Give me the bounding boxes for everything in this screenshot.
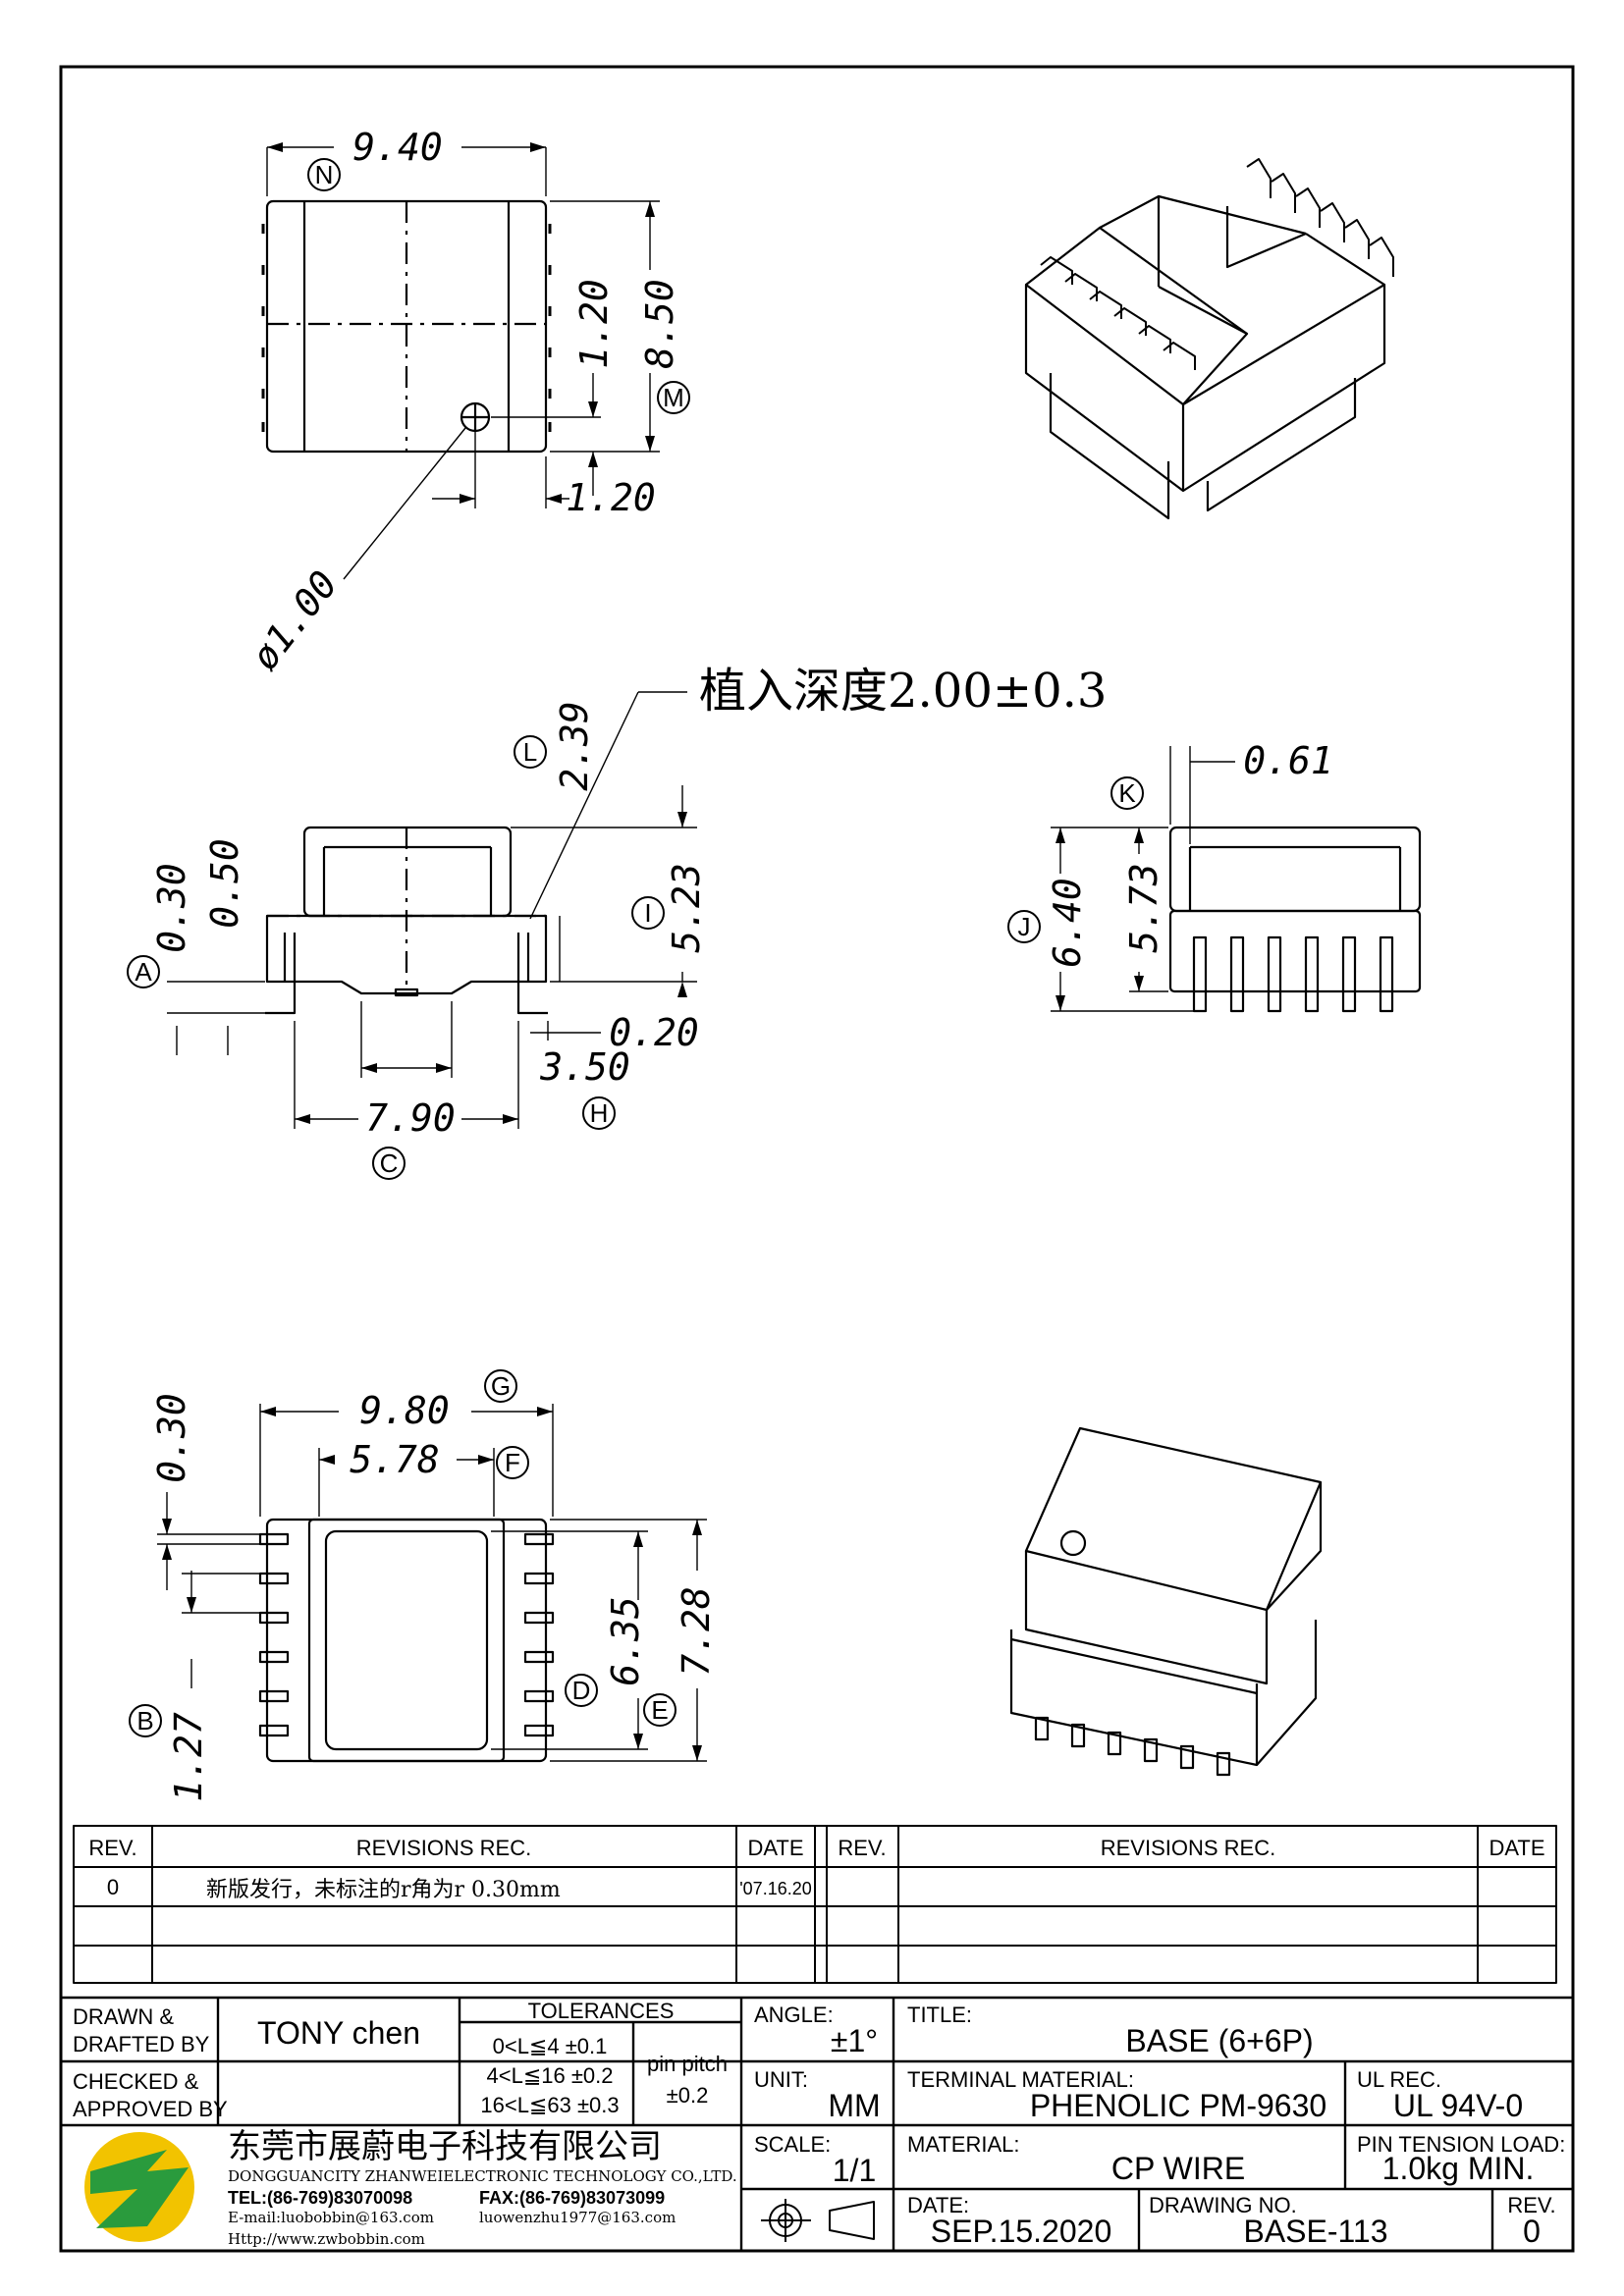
bottom-dim-outer-h: 7.28 bbox=[675, 1586, 718, 1677]
pin-pitch-label: pin pitch bbox=[647, 2052, 728, 2076]
top-dim-offset-y: 1.20 bbox=[572, 279, 616, 369]
ul-value: UL 94V-0 bbox=[1393, 2088, 1523, 2123]
front-dim-center: 3.50 bbox=[539, 1045, 630, 1089]
front-dim-top: 2.39 bbox=[553, 701, 596, 791]
pin-pitch-value: ±0.2 bbox=[667, 2083, 709, 2108]
front-dim-a: 0.30 bbox=[150, 863, 193, 953]
drawn-label-1: DRAWN & bbox=[73, 2004, 174, 2029]
front-note: 植入深度2.00±0.3 bbox=[699, 664, 1107, 719]
date-label: DATE: bbox=[907, 2193, 969, 2217]
drawing-no-value: BASE-113 bbox=[1243, 2214, 1387, 2249]
tolerances-title: TOLERANCES bbox=[528, 1999, 675, 2023]
scale-value: 1/1 bbox=[833, 2153, 876, 2188]
label-j: J bbox=[1018, 912, 1031, 941]
tension-value: 1.0kg MIN. bbox=[1382, 2151, 1535, 2186]
drawn-label-2: DRAFTED BY bbox=[73, 2032, 210, 2056]
company-web: Http://www.zwbobbin.com bbox=[228, 2230, 425, 2248]
unit-label: UNIT: bbox=[754, 2067, 808, 2092]
label-l: L bbox=[523, 737, 537, 767]
top-dim-width: 9.40 bbox=[352, 126, 443, 169]
revision-table-lines bbox=[73, 1825, 1557, 1984]
tolerance-3: 16<L≦63 ±0.3 bbox=[480, 2093, 619, 2117]
rev-header-rec-2: REVISIONS REC. bbox=[1101, 1836, 1275, 1860]
company-email-2: luowenzhu1977@163.com bbox=[479, 2209, 676, 2226]
front-view bbox=[167, 691, 697, 1129]
rev-row-rec: 新版发行，未标注的r角为r 0.30mm bbox=[206, 1878, 561, 1902]
material-value: CP WIRE bbox=[1111, 2151, 1245, 2186]
angle-label: ANGLE: bbox=[754, 2002, 834, 2027]
bottom-dim-width: 9.80 bbox=[359, 1389, 450, 1432]
terminal-label: TERMINAL MATERIAL: bbox=[907, 2067, 1134, 2092]
sheet-border bbox=[59, 65, 1575, 2253]
rev-header-rev-2: REV. bbox=[838, 1836, 886, 1860]
front-dim-height: 5.23 bbox=[665, 863, 708, 953]
label-c: C bbox=[380, 1148, 399, 1178]
company-email: E-mail:luobobbin@163.com bbox=[228, 2209, 434, 2226]
front-dim-pin: 0.20 bbox=[609, 1011, 699, 1054]
drawing-no-label: DRAWING NO. bbox=[1149, 2193, 1297, 2217]
bottom-dim-inner-h: 6.35 bbox=[604, 1596, 647, 1686]
front-dim-b: 0.50 bbox=[203, 838, 246, 929]
label-d: D bbox=[572, 1676, 591, 1705]
rev-header-date-2: DATE bbox=[1489, 1836, 1544, 1860]
title-block-lines bbox=[61, 1996, 1573, 2251]
label-k: K bbox=[1118, 778, 1136, 808]
checked-label-2: APPROVED BY bbox=[73, 2097, 228, 2121]
unit-value: MM bbox=[828, 2088, 880, 2123]
company-name-en: DONGGUANCITY ZHANWEIELECTRONIC TECHNOLOG… bbox=[228, 2167, 737, 2185]
rev-row-rev: 0 bbox=[107, 1875, 119, 1899]
top-dim-offset-x: 1.20 bbox=[566, 476, 656, 519]
label-m: M bbox=[663, 383, 684, 412]
rev-header-date-1: DATE bbox=[747, 1836, 803, 1860]
material-label: MATERIAL: bbox=[907, 2132, 1020, 2157]
bottom-dim-pin-thk: 0.30 bbox=[150, 1393, 193, 1483]
company-fax: FAX:(86-769)83073099 bbox=[479, 2188, 665, 2208]
side-dim-pin-width: 0.61 bbox=[1243, 739, 1333, 782]
angle-value: ±1° bbox=[831, 2023, 878, 2058]
tolerance-2: 4<L≦16 ±0.2 bbox=[487, 2063, 614, 2088]
projection-symbol-icon bbox=[761, 2199, 875, 2242]
front-dim-width: 7.90 bbox=[365, 1096, 456, 1140]
label-h: H bbox=[590, 1098, 609, 1128]
side-dim-body: 5.73 bbox=[1122, 863, 1165, 953]
ul-label: UL REC. bbox=[1357, 2067, 1441, 2092]
rev-value: 0 bbox=[1523, 2214, 1541, 2249]
top-view bbox=[261, 146, 660, 580]
side-dim-height: 6.40 bbox=[1046, 878, 1089, 968]
bottom-view bbox=[157, 1404, 707, 1763]
title-value: BASE (6+6P) bbox=[1125, 2023, 1313, 2058]
company-logo-icon bbox=[84, 2132, 194, 2242]
side-view bbox=[1051, 746, 1422, 1013]
label-b: B bbox=[136, 1706, 153, 1735]
bottom-dim-pitch: 1.27 bbox=[167, 1712, 210, 1802]
bottom-dim-inner: 5.78 bbox=[350, 1438, 440, 1481]
company-name-cn: 东莞市展蔚电子科技有限公司 bbox=[228, 2127, 662, 2166]
iso-view-base bbox=[1024, 158, 1394, 520]
rev-row-date: '07.16.20 bbox=[739, 1879, 812, 1898]
label-a: A bbox=[135, 957, 152, 987]
rev-header-rev-1: REV. bbox=[88, 1836, 136, 1860]
rev-label: REV. bbox=[1507, 2193, 1555, 2217]
label-g: G bbox=[491, 1371, 511, 1401]
tension-label: PIN TENSION LOAD: bbox=[1357, 2132, 1565, 2157]
date-value: SEP.15.2020 bbox=[931, 2214, 1111, 2249]
terminal-value: PHENOLIC PM-9630 bbox=[1030, 2088, 1326, 2123]
scale-label: SCALE: bbox=[754, 2132, 831, 2157]
label-f: F bbox=[505, 1448, 520, 1477]
top-dim-height: 8.50 bbox=[638, 279, 681, 369]
title-label: TITLE: bbox=[907, 2002, 972, 2027]
rev-header-rec-1: REVISIONS REC. bbox=[356, 1836, 531, 1860]
label-i: I bbox=[644, 898, 651, 928]
checked-label-1: CHECKED & bbox=[73, 2069, 199, 2094]
company-tel: TEL:(86-769)83070098 bbox=[228, 2188, 412, 2208]
drawn-value: TONY chen bbox=[257, 2015, 420, 2051]
label-e: E bbox=[651, 1695, 668, 1725]
label-n: N bbox=[315, 160, 334, 189]
iso-view-cover bbox=[1009, 1426, 1323, 1777]
tolerance-1: 0<L≦4 ±0.1 bbox=[493, 2034, 608, 2058]
